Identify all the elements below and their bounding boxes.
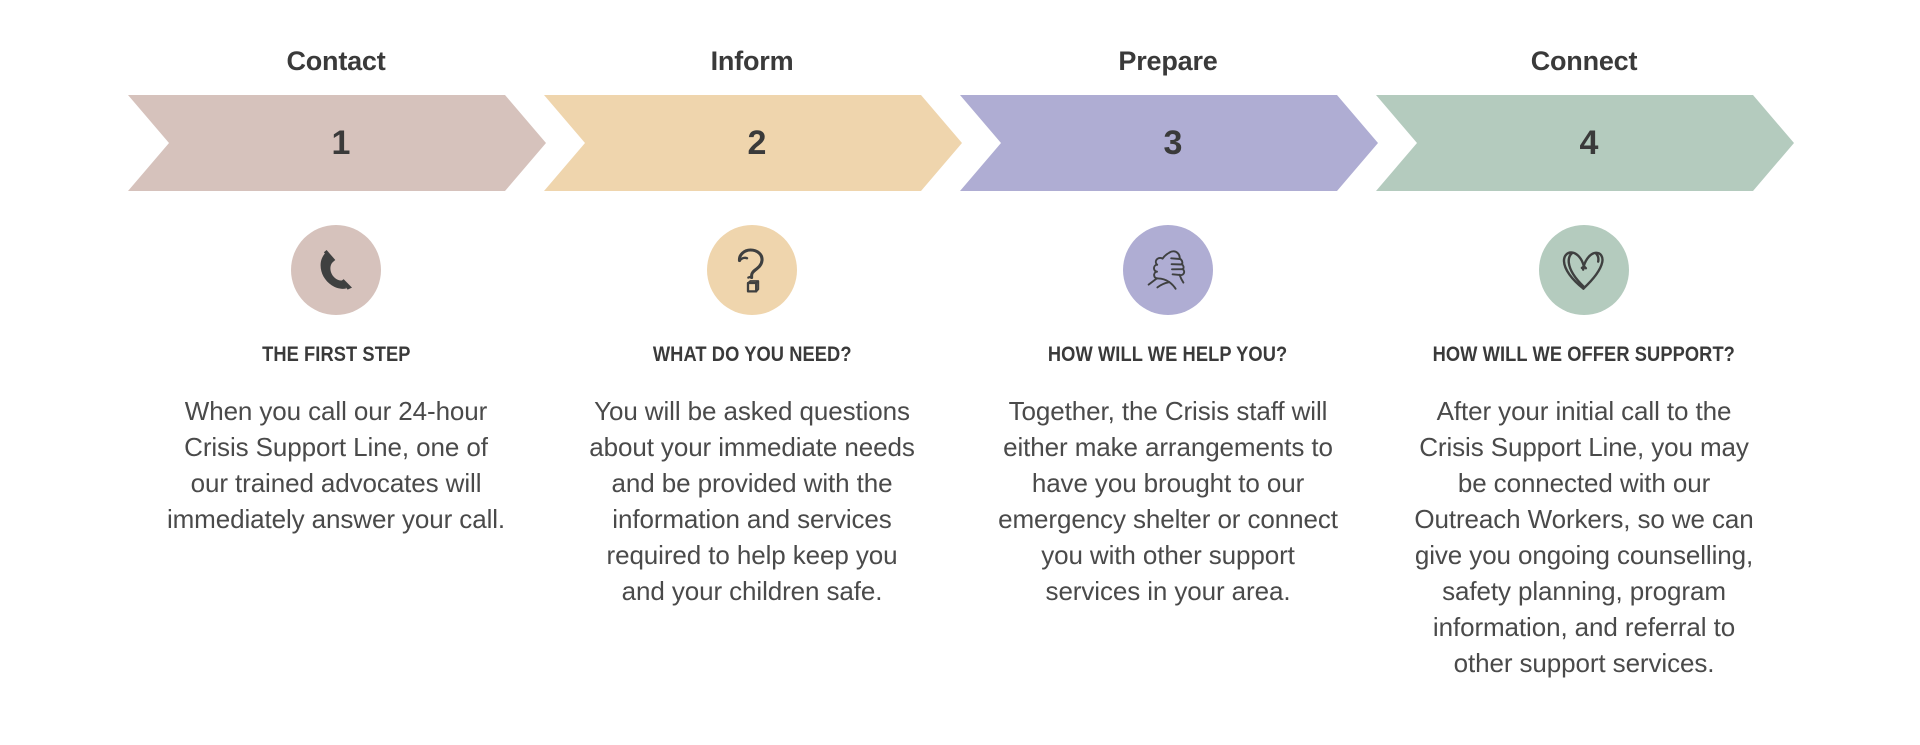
step-column-connect: HOW WILL WE OFFER SUPPORT? After your in… [1376, 225, 1792, 681]
step-subtitle-1: THE FIRST STEP [261, 343, 411, 366]
step-subtitle-3: HOW WILL WE HELP YOU? [1048, 343, 1288, 366]
chevron-step-4: 4 [1376, 95, 1794, 191]
question-mark-icon [737, 248, 764, 293]
step-title-connect: Connect [1530, 46, 1638, 76]
step-title-contact: Contact [286, 46, 386, 76]
step-body-1: When you call our 24-hour Crisis Support… [166, 396, 506, 534]
step-titles-row: Contact Inform Prepare Connect [128, 44, 1792, 84]
step-title-inform: Inform [710, 46, 794, 76]
chevron-step-2: 2 [544, 95, 962, 191]
chevron-step-3: 3 [960, 95, 1378, 191]
step-column-prepare: HOW WILL WE HELP YOU? Together, the Cris… [960, 225, 1376, 609]
step-column-contact: THE FIRST STEP When you call our 24-hour… [128, 225, 544, 537]
phone-handset-icon [320, 250, 352, 290]
icon-circle-1 [291, 225, 381, 315]
chevron-number-1: 1 [331, 124, 351, 162]
chevron-number-4: 4 [1579, 124, 1599, 162]
step-subtitle-4: HOW WILL WE OFFER SUPPORT? [1432, 343, 1736, 366]
step-title-prepare: Prepare [1118, 46, 1218, 76]
icon-circle-2 [707, 225, 797, 315]
handshake-icon [1147, 250, 1186, 290]
chevron-band: 1 2 3 4 [128, 95, 1792, 191]
step-body-4: After your initial call to the Crisis Su… [1414, 396, 1754, 678]
step-columns: THE FIRST STEP When you call our 24-hour… [128, 225, 1792, 681]
icon-circle-4 [1539, 225, 1629, 315]
step-body-3: Together, the Crisis staff will either m… [998, 396, 1338, 606]
heart-icon [1562, 251, 1604, 290]
step-column-inform: WHAT DO YOU NEED? You will be asked ques… [544, 225, 960, 609]
icon-circle-3 [1123, 225, 1213, 315]
chevron-number-3: 3 [1163, 124, 1183, 162]
chevron-number-2: 2 [747, 124, 767, 162]
step-body-2: You will be asked questions about your i… [589, 396, 915, 606]
chevron-step-1: 1 [128, 95, 546, 191]
step-subtitle-2: WHAT DO YOU NEED? [652, 343, 852, 366]
